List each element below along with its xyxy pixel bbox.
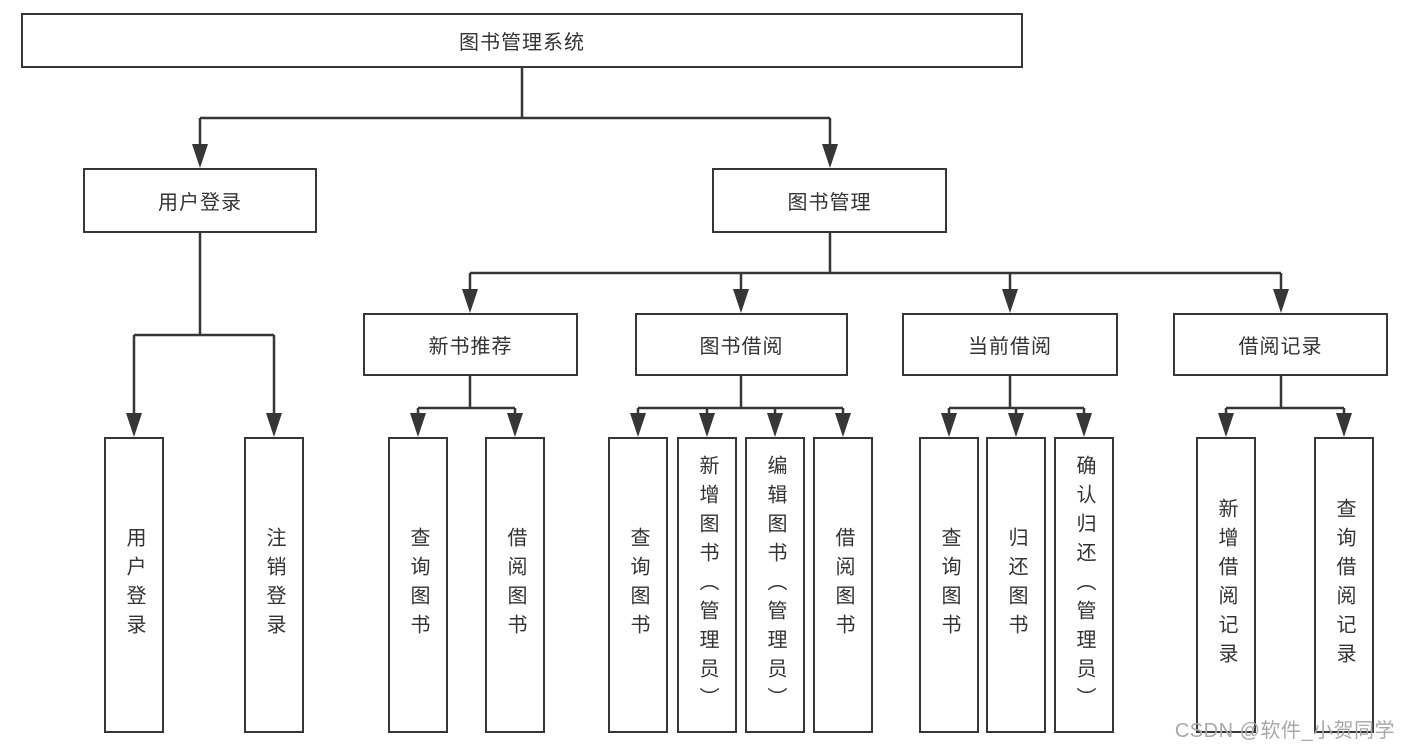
- edge-book-mgmt-to-level3: [468, 233, 1283, 295]
- edge-borrow-records-to-leaves: [1224, 376, 1346, 419]
- node-leaf-edit-book: 编辑图书（管理员）: [745, 437, 805, 733]
- node-new-book-rec: 新书推荐: [363, 313, 578, 376]
- node-leaf-query-book-2: 查询图书: [608, 437, 668, 733]
- edge-user-login-to-leaves: [132, 233, 276, 419]
- node-leaf-add-record: 新增借阅记录: [1196, 437, 1256, 733]
- node-book-mgmt: 图书管理: [712, 168, 947, 233]
- node-leaf-return-book: 归还图书: [986, 437, 1046, 733]
- node-user-login: 用户登录: [83, 168, 317, 233]
- node-leaf-query-book-1: 查询图书: [388, 437, 448, 733]
- node-leaf-add-book: 新增图书（管理员）: [677, 437, 737, 733]
- node-leaf-user-login: 用户登录: [104, 437, 164, 733]
- node-leaf-borrow-book-2: 借阅图书: [813, 437, 873, 733]
- edge-book-borrow-to-leaves: [636, 376, 845, 419]
- edge-new-book-rec-to-leaves: [416, 376, 517, 419]
- node-borrow-records: 借阅记录: [1173, 313, 1388, 376]
- node-leaf-confirm-return: 确认归还（管理员）: [1054, 437, 1114, 733]
- node-leaf-logout: 注销登录: [244, 437, 304, 733]
- node-system: 图书管理系统: [21, 13, 1023, 68]
- node-leaf-borrow-book-1: 借阅图书: [485, 437, 545, 733]
- edge-system-to-level2: [198, 68, 832, 150]
- node-book-borrow: 图书借阅: [635, 313, 848, 376]
- node-leaf-query-record: 查询借阅记录: [1314, 437, 1374, 733]
- node-current-borrow: 当前借阅: [902, 313, 1118, 376]
- arrowhead-icons: [126, 144, 1352, 437]
- edge-current-borrow-to-leaves: [947, 376, 1086, 419]
- node-leaf-query-book-3: 查询图书: [919, 437, 979, 733]
- csdn-watermark: CSDN @软件_小贺同学: [1174, 720, 1395, 742]
